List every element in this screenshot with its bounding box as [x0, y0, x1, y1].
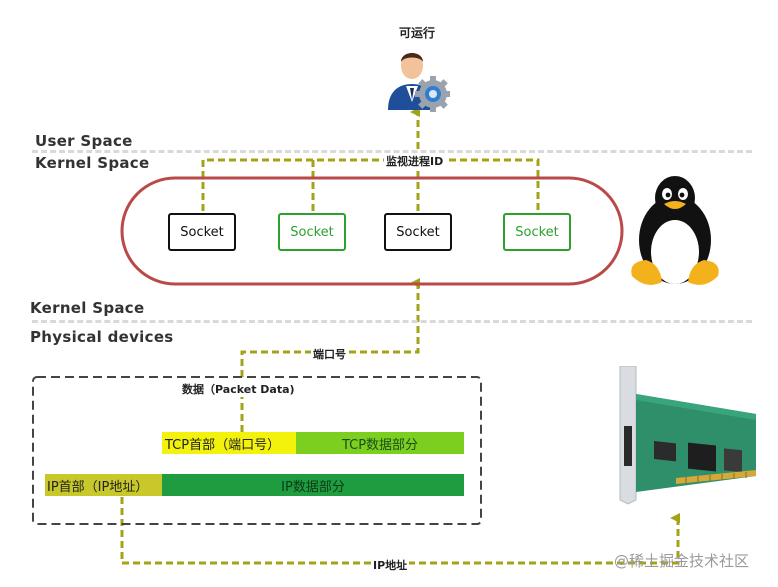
linux-penguin-icon — [631, 176, 719, 285]
tcp-data: TCP数据部分 — [296, 432, 464, 454]
top-user-label: 可运行 — [397, 24, 438, 41]
layer-kernel-space-top: Kernel Space — [35, 154, 150, 172]
ip-path — [120, 497, 680, 565]
socket-1: Socket — [168, 213, 236, 251]
ip-header: IP首部（IP地址） — [45, 474, 162, 496]
packet-container — [32, 376, 482, 525]
ip-data: IP数据部分 — [162, 474, 464, 496]
ip-address-label: IP地址 — [371, 557, 410, 573]
packet-title: 数据（Packet Data) — [180, 381, 297, 397]
socket-4: Socket — [503, 213, 571, 251]
network-card-icon — [619, 366, 756, 505]
monitor-label: 监视进程ID — [384, 153, 446, 169]
port-label: 端口号 — [311, 346, 348, 362]
monitor-bracket — [201, 107, 540, 211]
separator-kernel-physical — [32, 320, 752, 323]
layer-physical-devices: Physical devices — [30, 328, 174, 346]
tcp-header: TCP首部（端口号） — [162, 432, 296, 454]
user-gear-icon — [388, 53, 450, 112]
separator-user-kernel — [32, 150, 752, 153]
kernel-ellipse — [120, 176, 624, 286]
layer-kernel-space-bottom: Kernel Space — [30, 299, 145, 317]
watermark: @稀土掘金技术社区 — [614, 552, 750, 570]
layer-user-space: User Space — [35, 132, 133, 150]
socket-2: Socket — [278, 213, 346, 251]
socket-3: Socket — [384, 213, 452, 251]
